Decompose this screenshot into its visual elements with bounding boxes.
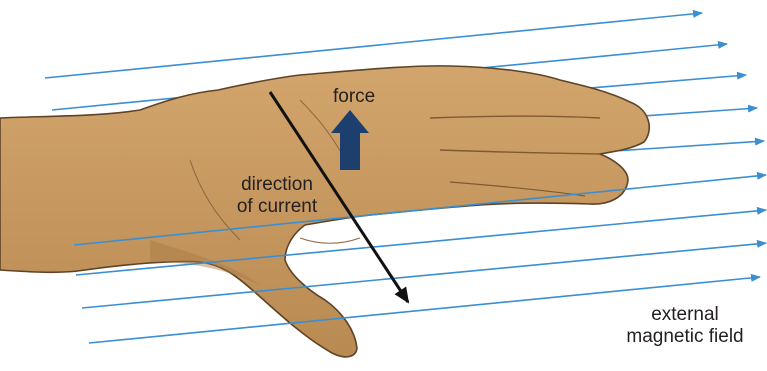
field-label-line1: external	[600, 304, 767, 326]
current-label-line2: of current	[222, 196, 332, 218]
field-label: external magnetic field	[600, 304, 767, 348]
field-label-line2: magnetic field	[600, 326, 767, 348]
current-label: direction of current	[222, 174, 332, 218]
palm-crease-2	[300, 238, 360, 243]
force-label: force	[333, 86, 375, 108]
current-label-line1: direction	[222, 174, 332, 196]
